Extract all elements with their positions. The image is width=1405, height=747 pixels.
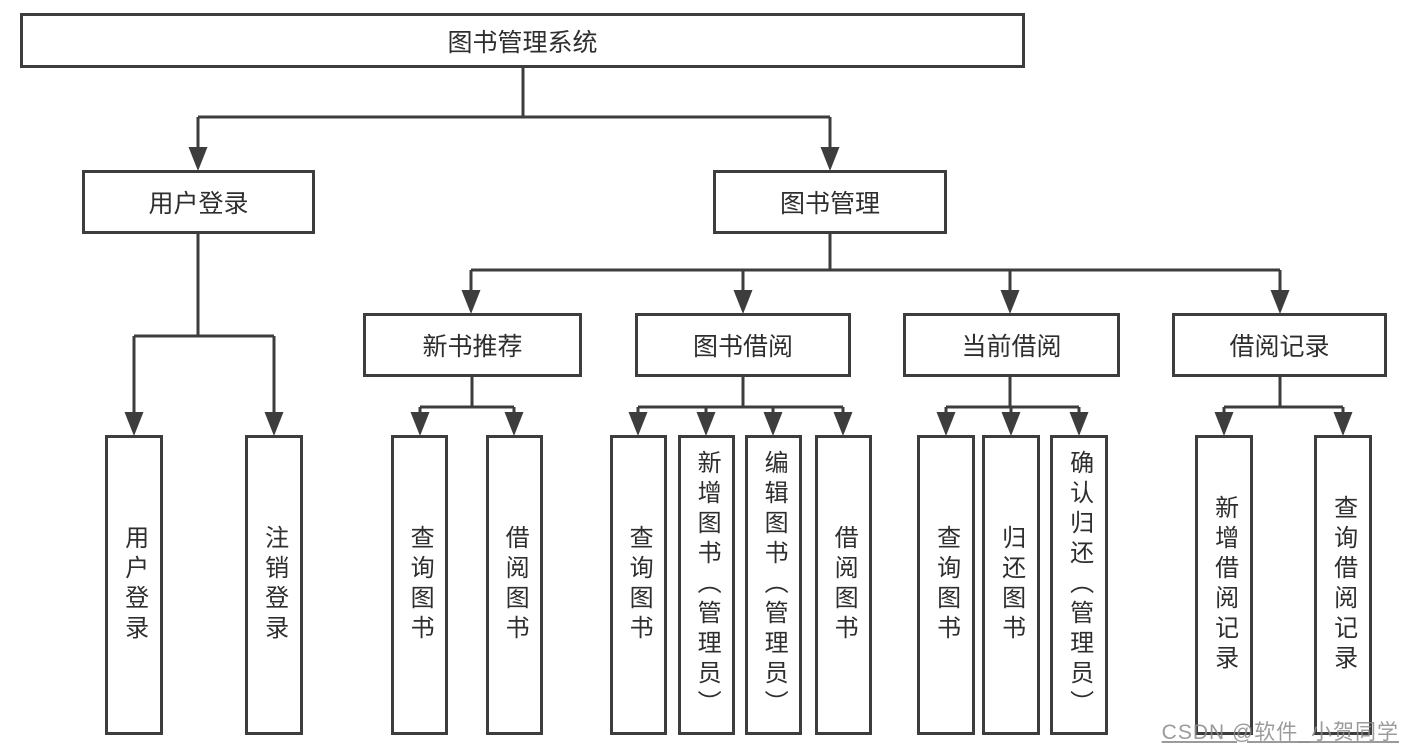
leaf-borrow-books: 借阅图书	[815, 435, 872, 735]
leaf-query-borrow-record: 查询借阅记录	[1314, 435, 1372, 735]
node-book-borrowing: 图书借阅	[635, 313, 851, 377]
leaf-label: 用户登录	[120, 525, 148, 645]
csdn-watermark: CSDN @软件_小贺同学	[1161, 721, 1399, 744]
leaf-query-books-current: 查询图书	[917, 435, 975, 735]
leaf-label: 编辑图书（管理员）	[760, 450, 788, 720]
leaf-label: 查询借阅记录	[1329, 495, 1357, 675]
node-current-borrowing: 当前借阅	[903, 313, 1120, 377]
edge-userlogin-to-leaves	[132, 234, 276, 417]
leaf-label: 借阅图书	[501, 525, 529, 645]
leaf-add-borrow-record: 新增借阅记录	[1195, 435, 1253, 735]
leaf-label: 查询图书	[625, 525, 653, 645]
leaf-label: 确认归还（管理员）	[1065, 450, 1093, 720]
edge-bookmgmt-to-level2	[469, 234, 1282, 295]
leaf-confirm-return-admin: 确认归还（管理员）	[1050, 435, 1108, 735]
leaf-edit-book-admin: 编辑图书（管理员）	[745, 435, 802, 735]
arrowhead-icons	[124, 147, 1353, 436]
leaf-query-books-recommend: 查询图书	[391, 435, 448, 735]
node-root: 图书管理系统	[20, 13, 1025, 68]
leaf-label: 查询图书	[932, 525, 960, 645]
edge-records-to-leaves	[1222, 377, 1345, 417]
leaf-label: 注销登录	[260, 525, 288, 645]
edge-root-to-level1	[196, 68, 832, 152]
node-borrowing-records: 借阅记录	[1172, 313, 1387, 377]
leaf-user-login: 用户登录	[105, 435, 163, 735]
node-book-management: 图书管理	[713, 170, 947, 234]
leaf-logout: 注销登录	[245, 435, 303, 735]
edge-bookborrow-to-leaves	[636, 377, 845, 417]
edge-newbook-to-leaves	[418, 377, 516, 417]
leaf-borrow-books-recommend: 借阅图书	[486, 435, 543, 735]
node-user-login: 用户登录	[82, 170, 315, 234]
leaf-label: 新增图书（管理员）	[693, 450, 721, 720]
leaf-label: 查询图书	[406, 525, 434, 645]
leaf-label: 新增借阅记录	[1210, 495, 1238, 675]
leaf-return-book: 归还图书	[982, 435, 1040, 735]
leaf-label: 借阅图书	[830, 525, 858, 645]
leaf-query-books-borrow: 查询图书	[610, 435, 667, 735]
connector-paths	[132, 68, 1345, 417]
leaf-label: 归还图书	[997, 525, 1025, 645]
edge-currentborrow-to-leaves	[944, 377, 1081, 417]
leaf-add-book-admin: 新增图书（管理员）	[678, 435, 735, 735]
node-new-book-recommendation: 新书推荐	[363, 313, 582, 377]
